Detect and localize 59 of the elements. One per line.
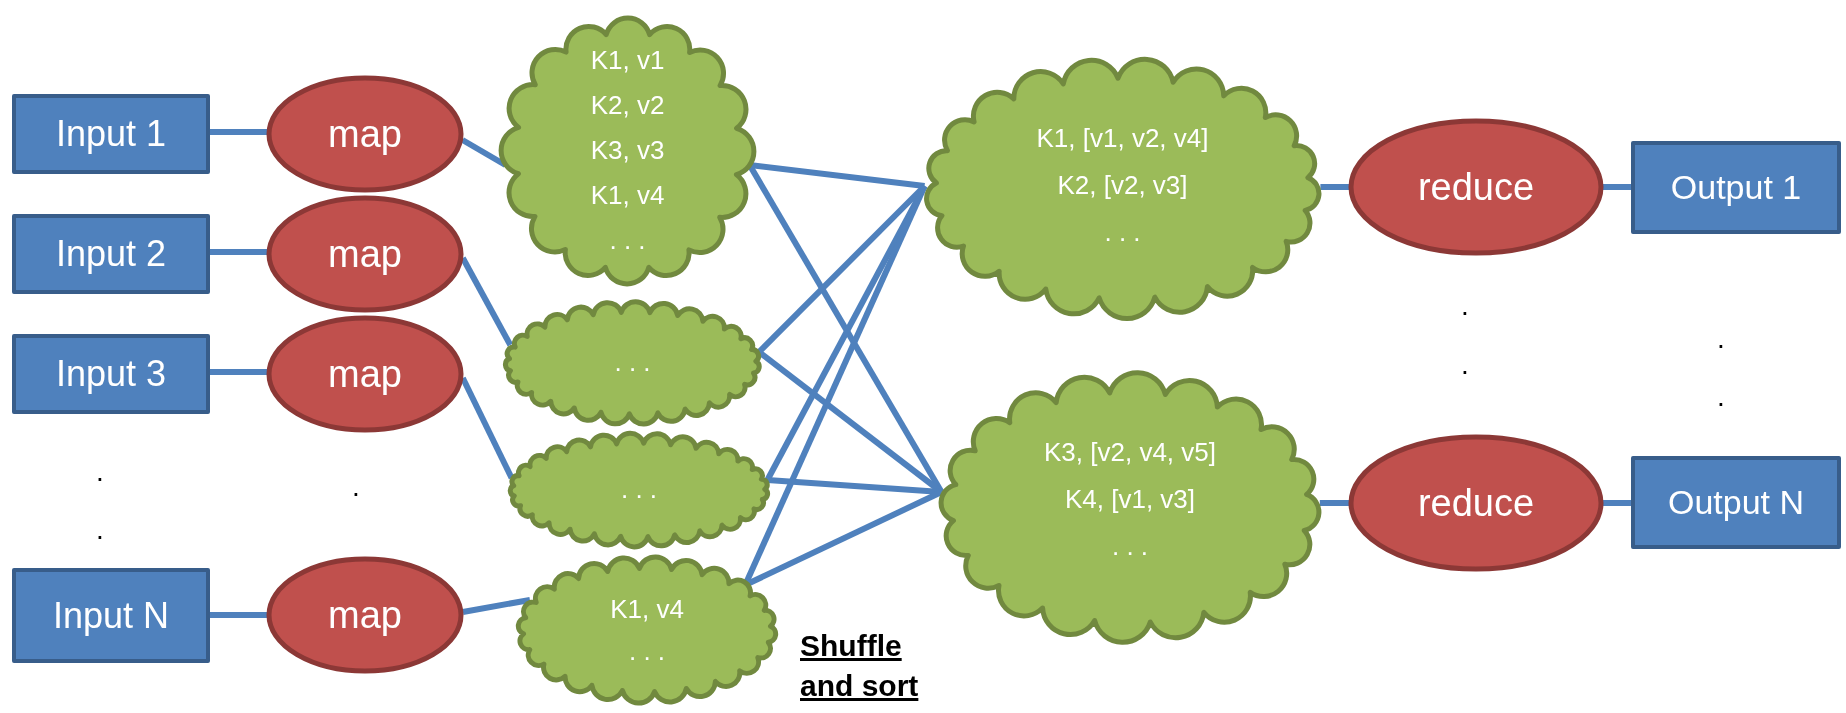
key-value-text: K1, v4	[610, 593, 684, 626]
input-box	[12, 214, 210, 294]
ellipsis-dot: .	[1717, 382, 1725, 411]
connector-line	[210, 129, 268, 135]
key-value-text: . . .	[620, 473, 658, 506]
connector-line	[462, 597, 531, 615]
node-label: Output 1	[1670, 168, 1802, 207]
connector-line	[1319, 500, 1349, 506]
node-label: Input N	[52, 594, 170, 637]
connector-line	[460, 256, 513, 347]
key-value-text: . . .	[1104, 216, 1141, 249]
input-box	[12, 568, 210, 663]
ellipsis-dot: .	[1461, 350, 1469, 379]
connector-line	[1603, 184, 1631, 190]
connector-line	[1320, 184, 1349, 190]
output-box	[1631, 456, 1841, 549]
node-label: map	[328, 352, 402, 396]
ellipsis-dot: .	[96, 515, 104, 544]
key-value-text: K3, v3	[590, 134, 665, 167]
map-ellipse	[266, 315, 464, 433]
key-value-text: . . .	[1111, 530, 1149, 563]
map-ellipse	[266, 556, 464, 674]
input-box	[12, 94, 210, 174]
connector-line	[461, 137, 507, 168]
key-value-text: K1, v1	[590, 44, 665, 77]
map-ellipse	[266, 75, 464, 193]
node-label: reduce	[1417, 165, 1535, 209]
node-label: map	[328, 112, 402, 156]
node-label: Input 1	[55, 113, 167, 155]
connector-line	[460, 376, 515, 480]
connector-line	[1603, 500, 1631, 506]
connector-line	[210, 369, 268, 375]
ellipsis-dot: .	[1717, 324, 1725, 353]
key-value-text: K1, [v1, v2, v4]	[1036, 122, 1209, 155]
node-label: Input 2	[55, 233, 167, 275]
ellipsis-dot: .	[1461, 291, 1469, 320]
key-value-text: K1, v4	[590, 179, 665, 212]
key-value-text: . . .	[614, 346, 651, 379]
reduce-ellipse	[1348, 118, 1604, 256]
key-value-text: K3, [v2, v4, v5]	[1044, 436, 1216, 469]
node-label: Output N	[1667, 483, 1805, 522]
node-label: map	[328, 232, 402, 276]
shuffle-note: Shuffle and sort	[800, 628, 920, 704]
output-box	[1631, 141, 1841, 234]
key-value-text: K4, [v1, v3]	[1064, 483, 1196, 516]
ellipsis-dot: .	[352, 472, 360, 501]
key-value-text: K2, [v2, v3]	[1057, 169, 1188, 202]
node-label: map	[328, 593, 402, 637]
ellipsis-dot: .	[96, 457, 104, 486]
key-value-text: . . .	[609, 224, 646, 257]
node-label: reduce	[1417, 481, 1535, 525]
key-value-text: . . .	[628, 635, 666, 668]
key-value-text: K2, v2	[590, 89, 665, 122]
connector-line	[210, 249, 268, 255]
map-ellipse	[266, 195, 464, 313]
node-label: Input 3	[55, 353, 167, 395]
reduce-ellipse	[1348, 434, 1604, 572]
connector-line	[210, 612, 267, 618]
input-box	[12, 334, 210, 414]
